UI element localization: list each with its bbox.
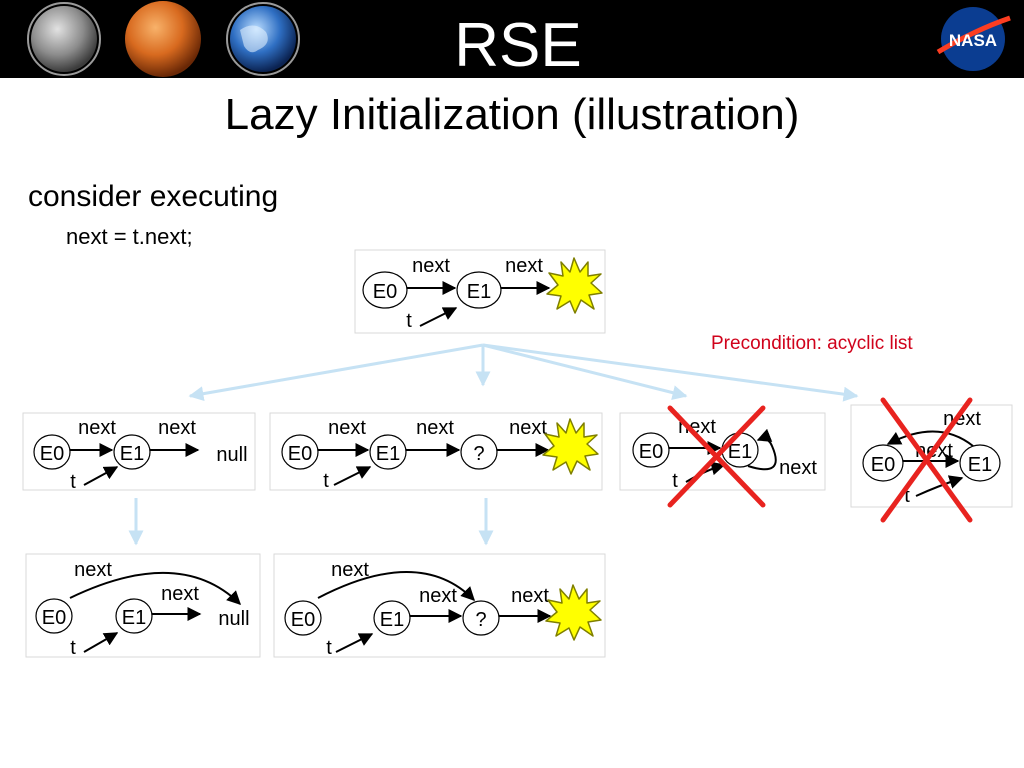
svg-text:next: next [678,416,716,438]
initial-state-panel: E0 E1 next next t [354,249,606,334]
flow-arrow [188,343,484,402]
svg-text:E0: E0 [871,454,895,476]
case-null-panel: E0 E1 next next null t [22,412,256,493]
svg-text:null: null [216,444,247,466]
svg-text:next: next [509,417,547,439]
svg-text:next: next [78,417,116,439]
svg-text:t: t [672,470,678,492]
svg-text:next: next [328,417,366,439]
precondition-note: Precondition: acyclic list [711,333,913,354]
svg-text:?: ? [475,609,486,631]
banner-graphics: RSE NASA [27,1,1011,78]
red-x-cross-icon [880,397,973,523]
svg-text:next: next [779,457,817,479]
result-null-panel: E0 E1 next next null t [25,553,261,659]
node-e0 [281,434,319,470]
node-unknown [460,434,498,470]
ring-1 [27,2,101,76]
node-e1 [113,434,151,470]
node-e0 [632,432,670,468]
svg-text:E0: E0 [40,443,64,465]
svg-text:next: next [511,585,549,607]
svg-text:E1: E1 [728,441,752,463]
svg-text:next: next [416,417,454,439]
flow-arrow [482,343,859,402]
mars-icon [125,1,201,77]
svg-text:next: next [74,559,112,581]
svg-text:t: t [904,485,910,507]
case-self-loop-panel: E0 E1 next next t [619,405,826,508]
intro-text: consider executing [28,180,279,213]
node-e0 [33,434,71,470]
svg-text:next: next [331,559,369,581]
header-banner: RSE NASA [0,0,1024,78]
svg-text:next: next [158,417,196,439]
svg-text:E1: E1 [467,281,491,303]
svg-text:next: next [161,583,199,605]
code-statement: next = t.next; [66,224,193,249]
red-x-cross-icon [667,405,766,508]
flow-arrows [128,343,859,546]
svg-text:next: next [505,255,543,277]
svg-text:null: null [218,608,249,630]
node-e1 [369,434,407,470]
node-e1 [115,598,153,634]
svg-text:E0: E0 [373,281,397,303]
ring-3 [226,2,300,76]
rse-logo: RSE [454,11,581,78]
flow-arrow [482,343,688,400]
svg-text:t: t [406,310,412,332]
svg-text:t: t [326,637,332,659]
case-cycle-panel: E0 E1 next next t [850,397,1013,523]
svg-text:RSE: RSE [454,11,581,78]
node-e1 [373,600,411,636]
svg-text:t: t [70,637,76,659]
node-unknown [462,600,500,636]
node-e1 [456,271,502,309]
svg-text:t: t [70,471,76,493]
svg-text:NASA: NASA [949,31,997,50]
svg-text:E0: E0 [291,609,315,631]
node-e1 [959,444,1001,482]
svg-text:E1: E1 [380,609,404,631]
svg-text:E1: E1 [120,443,144,465]
node-e0 [284,600,322,636]
slide-title: Lazy Initialization (illustration) [224,90,800,139]
node-e0 [362,271,408,309]
svg-text:next: next [419,585,457,607]
svg-text:E0: E0 [42,607,66,629]
result-new-object-panel: E0 E1 ? next next next t [273,553,606,659]
svg-text:E1: E1 [968,454,992,476]
svg-text:?: ? [473,443,484,465]
svg-text:t: t [323,470,329,492]
node-e0 [35,598,73,634]
svg-text:E0: E0 [288,443,312,465]
svg-text:next: next [412,255,450,277]
svg-text:E1: E1 [122,607,146,629]
svg-text:E0: E0 [639,441,663,463]
node-e0 [862,444,904,482]
nasa-logo-icon: NASA [936,7,1011,71]
moon-icon [31,6,97,72]
case-new-object-panel: E0 E1 ? next next next t [269,412,603,492]
svg-text:E1: E1 [376,443,400,465]
